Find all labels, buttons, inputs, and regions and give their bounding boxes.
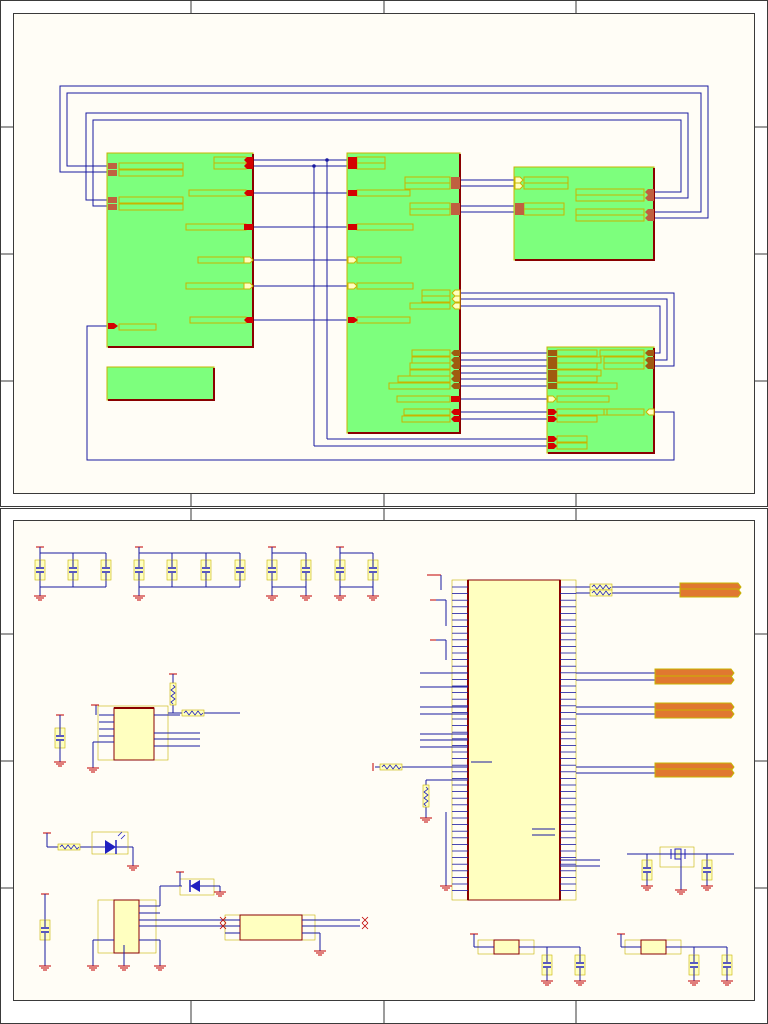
junction-dots bbox=[312, 158, 329, 168]
sheet-symbol-4[interactable] bbox=[546, 346, 655, 454]
connector-j1[interactable] bbox=[219, 914, 369, 956]
sheet-symbol-2[interactable] bbox=[346, 152, 461, 434]
decoupling-capacitors bbox=[33, 546, 380, 601]
sheet-symbol-1[interactable] bbox=[106, 152, 254, 348]
main-ic-u1[interactable] bbox=[451, 579, 577, 901]
led-circuit bbox=[43, 831, 140, 871]
regulator-block-1 bbox=[470, 933, 587, 986]
bus-ports[interactable] bbox=[654, 582, 742, 778]
regulator-block-2 bbox=[617, 933, 734, 986]
sheet-symbol-3[interactable] bbox=[513, 166, 655, 261]
series-resistors bbox=[589, 583, 613, 597]
cap-c-u3 bbox=[38, 893, 52, 971]
sheet-symbol-5[interactable] bbox=[106, 366, 215, 401]
top-wires bbox=[59, 85, 709, 461]
ic-left-nets bbox=[375, 599, 468, 880]
ic-left-parts bbox=[372, 574, 453, 891]
led-icon bbox=[105, 840, 116, 854]
diode-icon bbox=[190, 880, 200, 892]
cap-c-u2 bbox=[53, 714, 67, 767]
crystal-y1[interactable] bbox=[627, 846, 734, 895]
ic-u3[interactable] bbox=[86, 871, 230, 971]
ic-u2[interactable] bbox=[86, 673, 240, 773]
